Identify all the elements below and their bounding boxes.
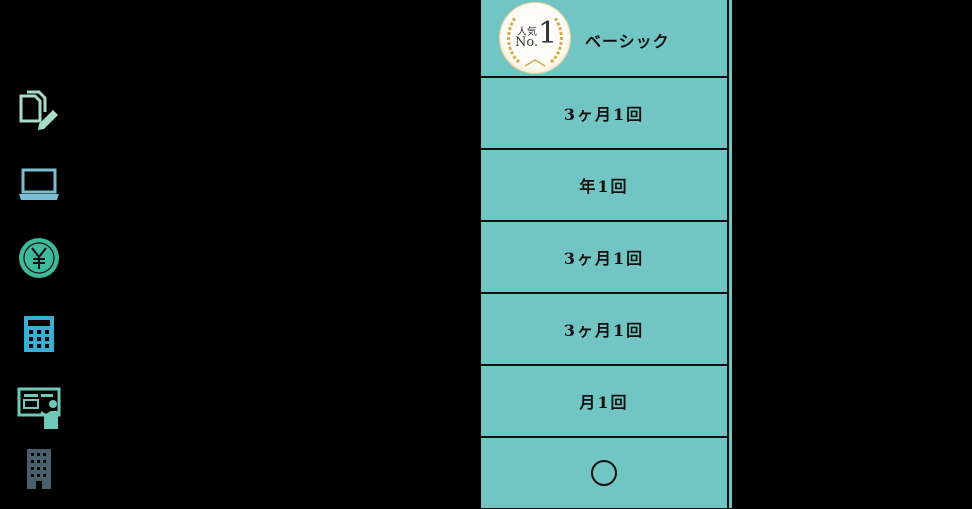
row-value: 3ヶ月1回 [563, 105, 645, 124]
plan-row: 月1回 [481, 366, 727, 438]
plan-name: ベーシック [585, 32, 670, 51]
popularity-badge: 人気 No. 1 [499, 2, 571, 74]
laurel-wreath-icon [507, 17, 563, 67]
badge-rank: 1 [538, 16, 558, 51]
plan-row: 年1回 [481, 150, 727, 222]
building-icon [27, 449, 51, 489]
row-value: 3ヶ月1回 [563, 249, 645, 268]
presentation-icon [17, 387, 61, 429]
laptop-icon [19, 168, 59, 200]
plan-column-basic: 人気 No. 1 ベーシック 3ヶ月1回 年1回 3ヶ月1回 3ヶ月1回 月1回 [481, 0, 732, 509]
badge-no: No. [515, 35, 539, 50]
calculator-icon [24, 316, 54, 352]
badge-label: 人気 [517, 27, 537, 38]
documents-edit-icon [19, 90, 58, 130]
plan-row [481, 438, 727, 508]
plan-header: 人気 No. 1 ベーシック [481, 0, 727, 78]
plan-row: 3ヶ月1回 [481, 78, 727, 150]
plan-row: 3ヶ月1回 [481, 294, 727, 366]
included-circle-icon [591, 460, 617, 486]
row-value: 3ヶ月1回 [563, 321, 645, 340]
row-value: 月1回 [579, 393, 629, 412]
yen-coin-icon [19, 238, 59, 278]
row-value: 年1回 [579, 177, 629, 196]
plan-row: 3ヶ月1回 [481, 222, 727, 294]
